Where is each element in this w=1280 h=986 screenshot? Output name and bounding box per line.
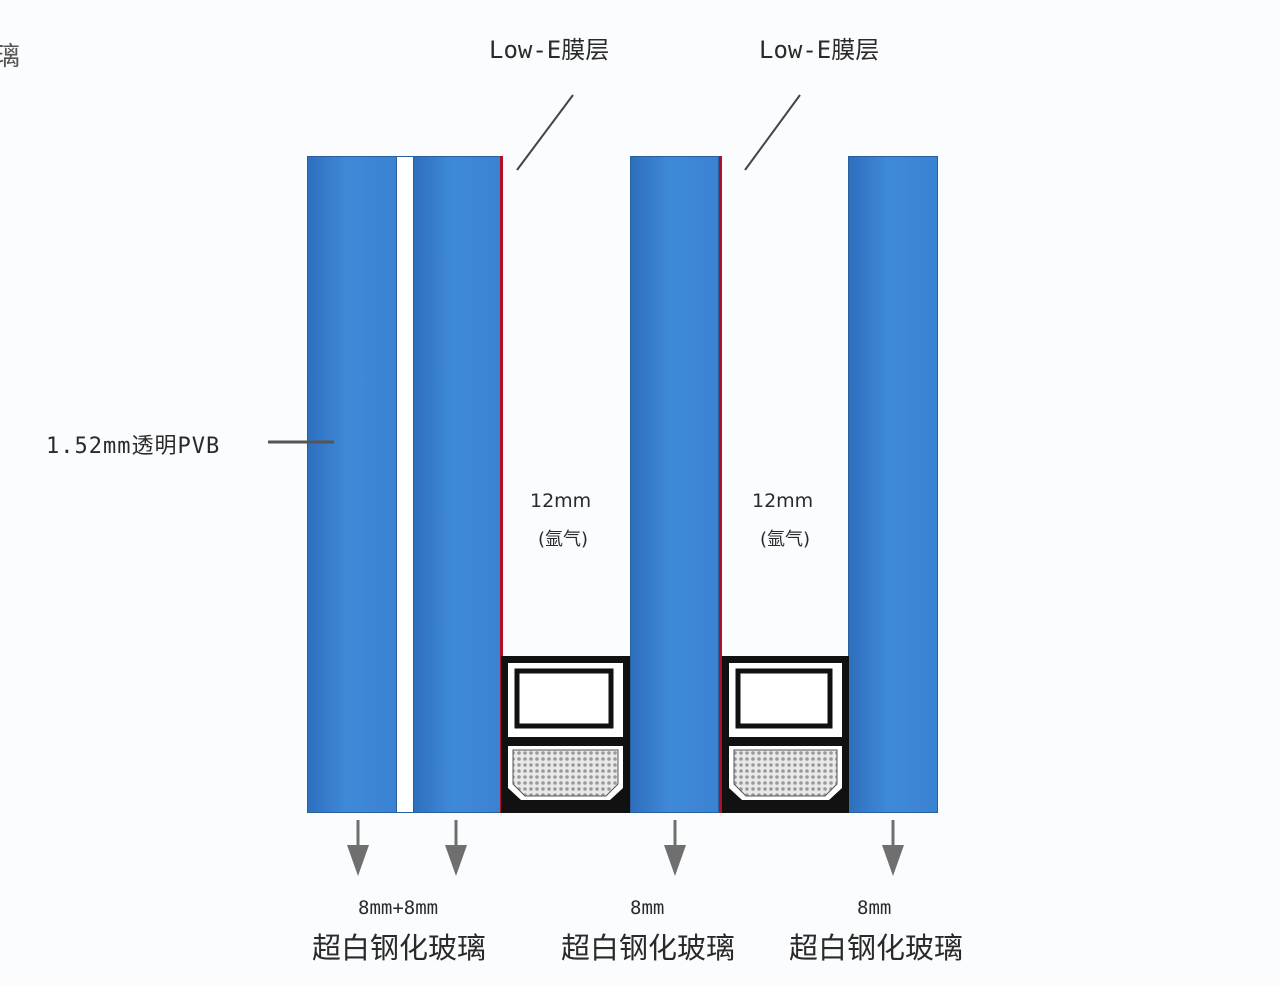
glass-pane-3 [630, 156, 719, 813]
bottom-material-3: 超白钢化玻璃 [789, 931, 964, 965]
gap-1-gas: (氩气) [538, 529, 589, 550]
bottom-material-2: 超白钢化玻璃 [561, 931, 736, 965]
glass-pane-2 [413, 156, 501, 813]
gap-1-size: 12mm [530, 490, 592, 512]
gap-2-size: 12mm [752, 490, 814, 512]
spacer-frame-1 [501, 656, 630, 813]
lowe-label-2: Low-E膜层 [759, 36, 880, 64]
lowe-pointer-1 [516, 94, 574, 171]
lowe-coating-1 [500, 156, 503, 813]
pvb-label: 1.52mm透明PVB [46, 434, 221, 459]
gap-2-gas: (氩气) [760, 529, 811, 550]
lowe-coating-2 [719, 156, 722, 813]
glass-pane-1 [307, 156, 397, 813]
down-arrows [347, 820, 904, 876]
bottom-material-1: 超白钢化玻璃 [312, 931, 487, 965]
corner-text: 璃 [0, 42, 21, 72]
lowe-pointer-2 [744, 94, 801, 171]
bottom-thickness-2: 8mm [630, 897, 665, 919]
bottom-thickness-1: 8mm+8mm [358, 897, 439, 919]
spacer-frame-2 [722, 656, 849, 813]
lowe-label-1: Low-E膜层 [489, 36, 610, 64]
pvb-interlayer [397, 156, 413, 813]
bottom-thickness-3: 8mm [857, 897, 892, 919]
glass-pane-4 [848, 156, 938, 813]
